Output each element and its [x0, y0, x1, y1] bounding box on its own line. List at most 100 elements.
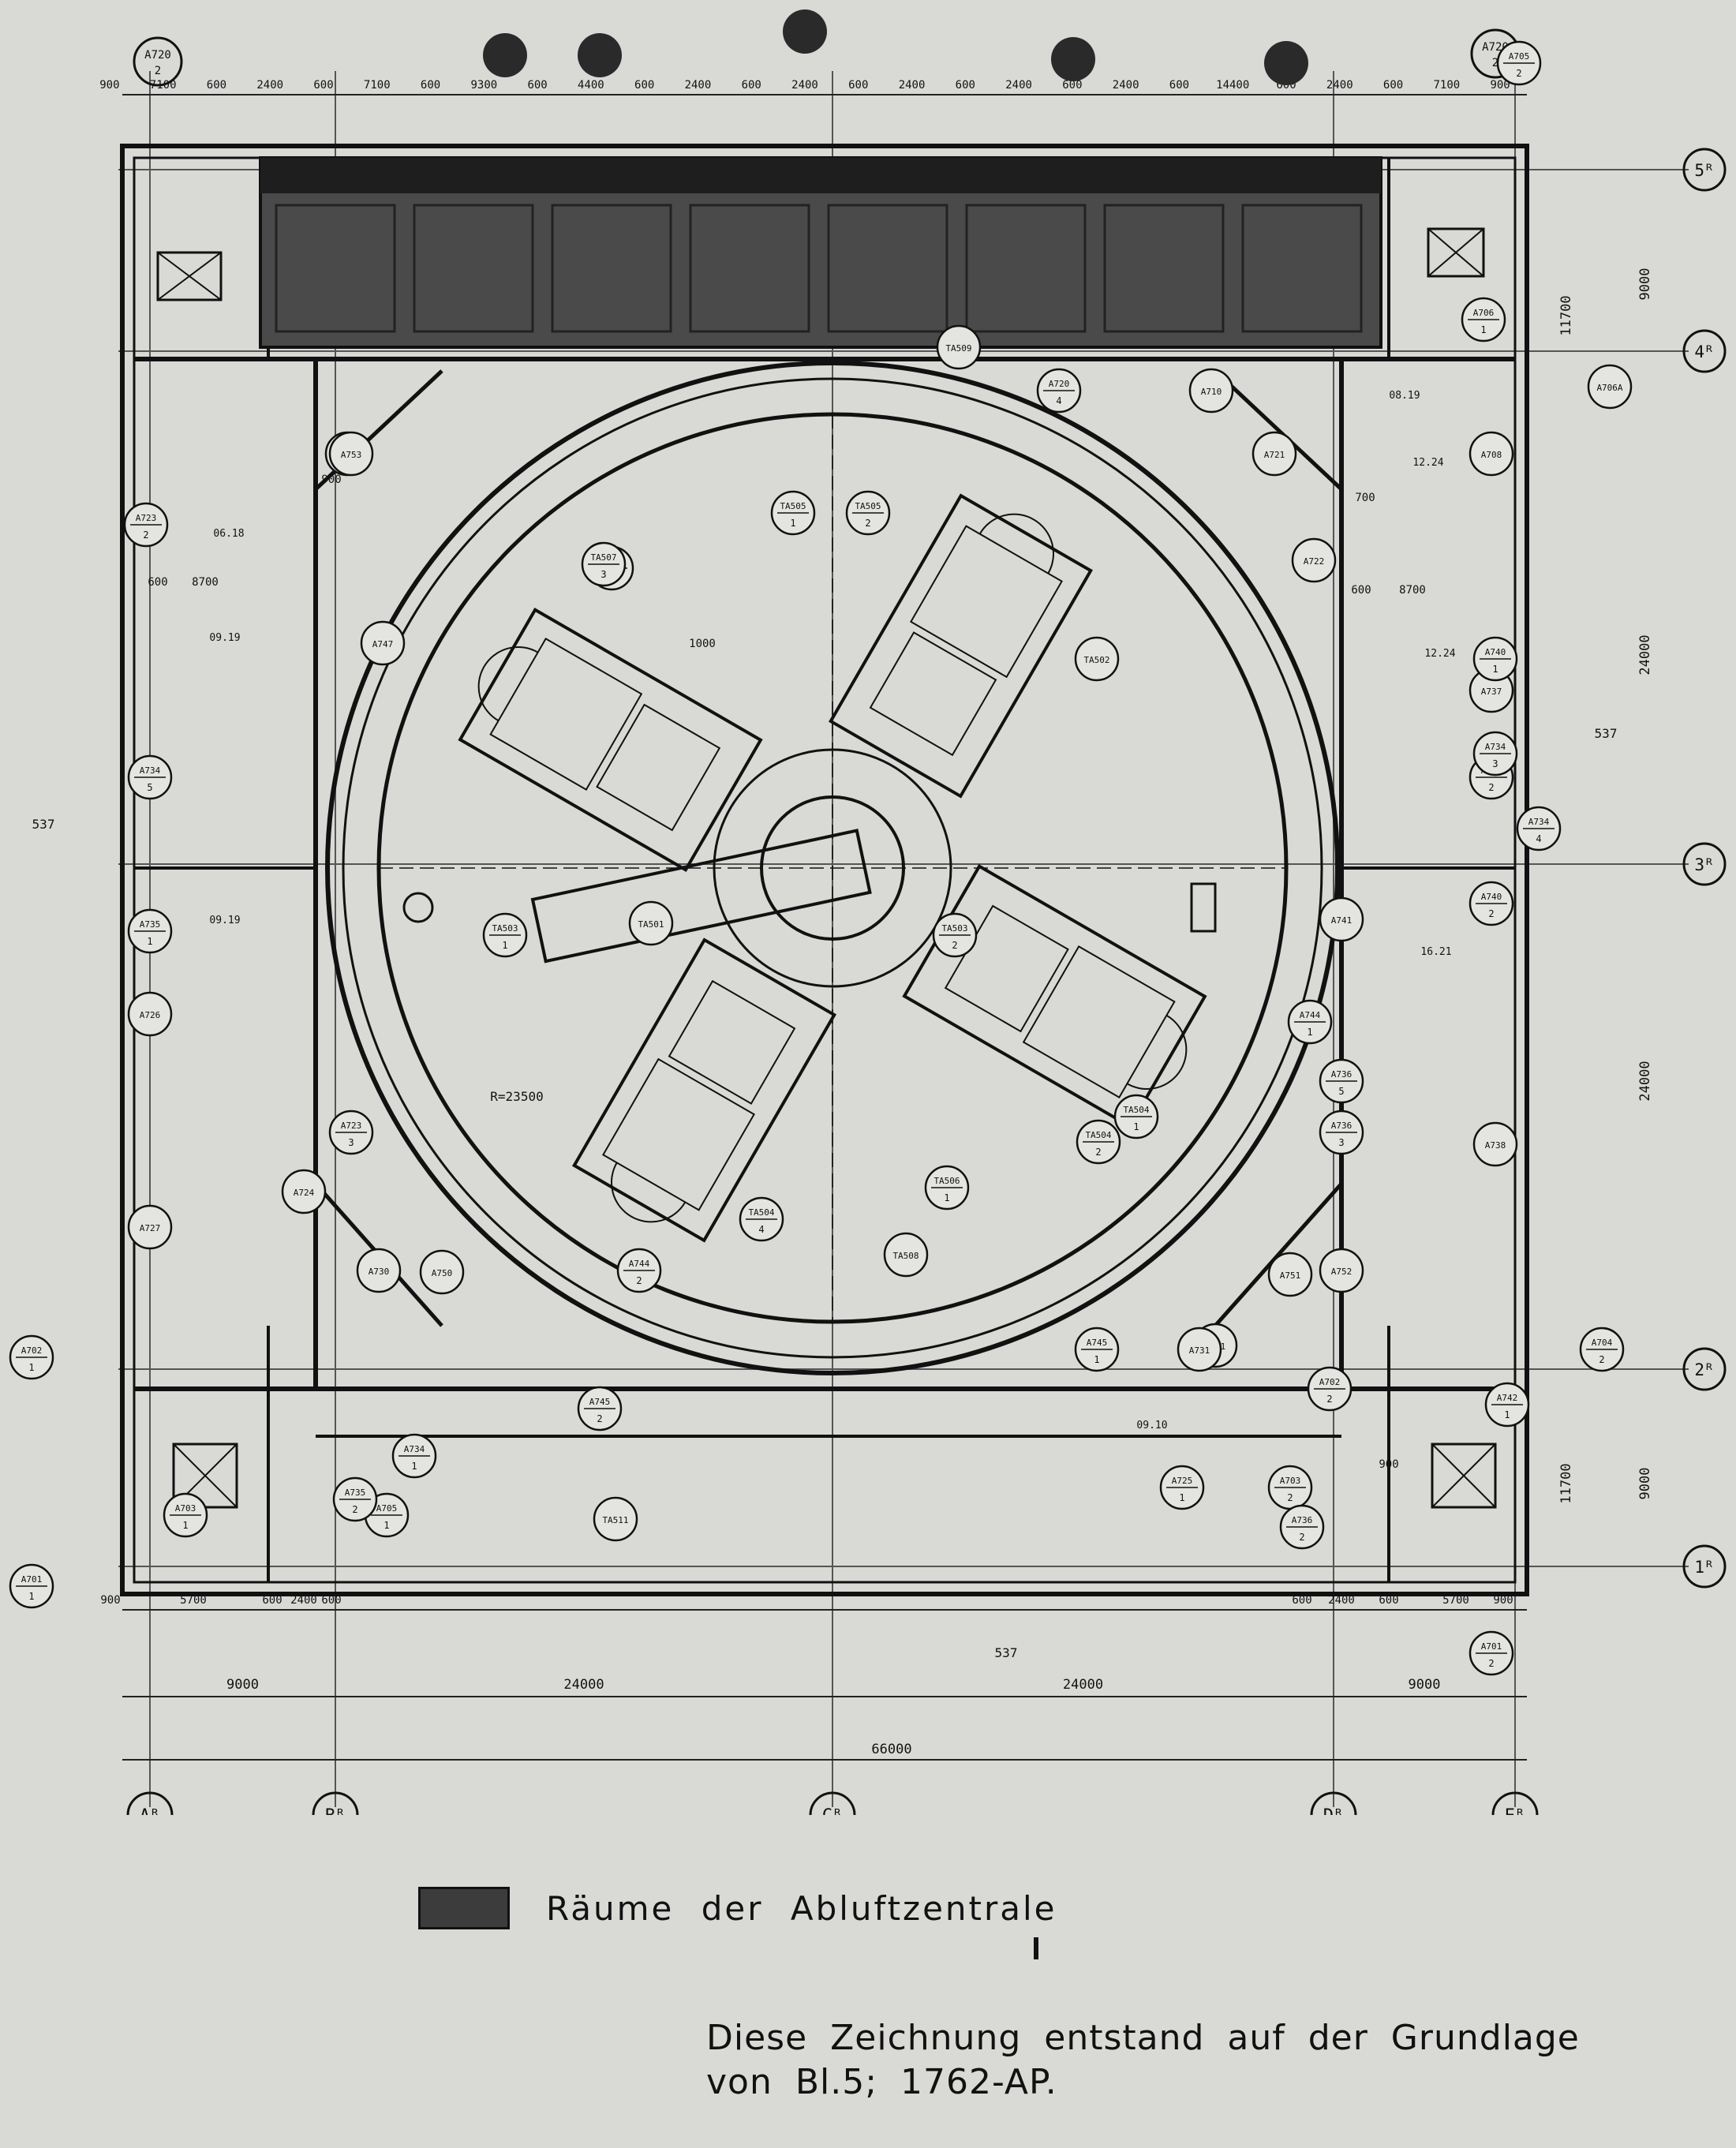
room-tag-code-44: A744: [629, 1259, 650, 1269]
column-axis-circle-4: [1491, 1791, 1539, 1815]
room-tag-code-37: A738: [1485, 1140, 1506, 1151]
room-tag-code-33: A736: [1292, 1515, 1313, 1525]
room-tag-index-55: 2: [952, 940, 957, 951]
room-tag-code-56: TA504: [1123, 1105, 1149, 1115]
room-tag-index-20: 1: [1179, 1492, 1184, 1503]
column-axis-3: Dᴿ: [1310, 1791, 1357, 1815]
room-tag-code-10: A706A: [1596, 383, 1622, 393]
room-tag-index-2: 1: [28, 1362, 34, 1373]
room-tag-10: A706A: [1587, 364, 1633, 410]
top-dimension-20: 600: [1169, 79, 1189, 92]
inner-dimension-6: 700: [1355, 492, 1375, 504]
section-mark-0: 537: [32, 817, 55, 832]
room-tag-8: A705 2: [1496, 40, 1542, 86]
room-tag-code-8: A705: [1509, 51, 1530, 62]
room-tag-code-15: A721: [1264, 450, 1285, 460]
room-tag-index-28: 3: [1492, 758, 1498, 769]
top-dimension-18: 600: [1062, 79, 1082, 92]
generator-0: [910, 525, 1063, 679]
room-tag-code-5: A703: [1280, 1476, 1301, 1486]
room-tag-circle-49: [1267, 1252, 1313, 1297]
room-tag-code-48: A750: [432, 1268, 453, 1278]
room-tag-index-18: 3: [348, 1137, 354, 1148]
top-marker-3: [1051, 37, 1095, 81]
top-marker-2: [783, 9, 827, 54]
top-dimension-12: 600: [742, 79, 761, 92]
room-tag-49: A751: [1267, 1252, 1313, 1297]
room-tag-23: A730: [356, 1248, 402, 1293]
room-tag-index-17: 2: [143, 530, 148, 541]
room-tag-16: A722: [1291, 537, 1337, 583]
room-tag-48: A750: [419, 1249, 465, 1295]
room-tag-index-56: 1: [1133, 1121, 1139, 1132]
generator-cap-3: [477, 646, 539, 722]
row-axis-circle-2: [1682, 842, 1727, 886]
room-tag-40: A741: [1319, 896, 1364, 942]
generator-cap-0: [978, 513, 1054, 574]
top-dimension-4: 600: [313, 79, 333, 92]
generator-3: [489, 638, 643, 791]
column-axis-circle-2: [809, 1791, 856, 1815]
room-tag-code-4: A703: [175, 1503, 196, 1514]
column-axis-0: Aᴿ: [126, 1791, 174, 1815]
room-tag-52: TA501: [628, 900, 674, 946]
diagonal-wall-3: [1214, 1182, 1343, 1327]
room-tag-code-63: TA508: [892, 1251, 919, 1261]
room-tag-index-45: 1: [1094, 1354, 1099, 1365]
room-tag-code-0: A701: [21, 1574, 43, 1585]
top-dimension-25: 7100: [1433, 79, 1460, 92]
room-tag-code-64: TA509: [945, 343, 971, 354]
bottom-dimension-2: 600: [262, 1594, 282, 1607]
room-tag-circle-37: [1472, 1121, 1518, 1167]
small-hatch-e: [1190, 882, 1217, 933]
room-tag-index-38: 1: [1492, 664, 1498, 675]
lift-cross-b-3: [1431, 1443, 1496, 1508]
column-axis-label-1: Bᴿ: [325, 1806, 346, 1815]
source-note-line-2: von Bl.5; 1762-AP.: [706, 2062, 1057, 2102]
column-axis-circle-1: [312, 1791, 359, 1815]
room-tag-code-31: A735: [140, 919, 161, 930]
top-label-1-1: 2: [1492, 57, 1498, 69]
room-tag-circle-40: [1319, 896, 1364, 942]
room-tag-index-9: 1: [1480, 324, 1486, 335]
generator-1: [1022, 945, 1176, 1098]
corridor-label-7: 12.24: [1412, 457, 1443, 469]
legend: Räume der Abluftzentrale: [418, 1884, 1057, 1932]
top-dimension-13: 2400: [791, 79, 818, 92]
column-axis-label-0: Aᴿ: [140, 1806, 161, 1815]
diagonal-wall-1: [1214, 369, 1343, 491]
top-label-0-1: 2: [155, 65, 161, 77]
room-tag-code-9: A706: [1473, 308, 1495, 318]
column-axis-label-4: Eᴿ: [1505, 1806, 1526, 1815]
room-tag-63: TA508: [883, 1232, 929, 1278]
room-tag-index-8: 2: [1516, 68, 1521, 79]
room-tag-code-22: A727: [140, 1223, 161, 1233]
exhaust-room-7: [1241, 204, 1363, 333]
bottom-dimension-1: 5700: [180, 1594, 207, 1607]
room-tag-index-41: 1: [1504, 1409, 1510, 1420]
room-tag-code-30: A734: [140, 765, 161, 776]
room-tag-index-1: 2: [1488, 1658, 1494, 1669]
section-mark-2: 537: [995, 1645, 1018, 1660]
top-dimension-6: 600: [421, 79, 440, 92]
room-tag-12: A710: [1188, 368, 1234, 414]
row-axis-4: 1ᴿ: [1682, 1544, 1727, 1589]
room-tag-code-38: A740: [1485, 647, 1506, 657]
top-dimension-16: 600: [956, 79, 975, 92]
column-axis-label-2: Cᴿ: [822, 1806, 844, 1815]
room-tag-index-32: 2: [352, 1504, 357, 1515]
room-tag-22: A727: [127, 1204, 173, 1250]
top-dimension-26: 900: [1490, 79, 1510, 92]
top-dimension-15: 2400: [899, 79, 926, 92]
room-tag-code-35: A736: [1331, 1069, 1353, 1080]
row-axis-circle-3: [1682, 1347, 1727, 1391]
room-tag-code-49: A751: [1280, 1270, 1301, 1281]
